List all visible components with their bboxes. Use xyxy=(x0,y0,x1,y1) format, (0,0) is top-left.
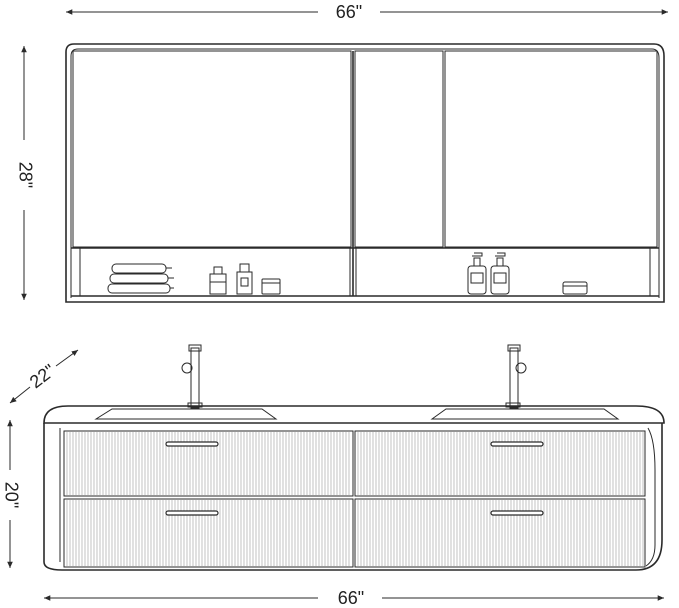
cabinet-height-label: 28" xyxy=(15,162,35,188)
vanity-cabinet-body xyxy=(43,423,663,571)
countertop xyxy=(43,405,665,424)
drawer-handle-icon xyxy=(165,441,219,447)
vanity-width-label: 66" xyxy=(338,588,364,608)
cabinet-height-dimension: 28" xyxy=(15,46,35,300)
drawer-top-right xyxy=(354,430,646,497)
cabinet-door-middle xyxy=(354,50,444,248)
drawer-bottom-left xyxy=(63,498,354,568)
drawer-top-left xyxy=(63,430,354,497)
drawer-bottom-right xyxy=(354,498,646,568)
pump-dispenser-icon xyxy=(467,252,487,295)
pump-dispenser-icon xyxy=(490,252,510,295)
drawer-handle-icon xyxy=(165,510,219,516)
vanity xyxy=(43,344,665,571)
vanity-height-dimension: 20" xyxy=(1,420,21,568)
vanity-width-dimension: 66" xyxy=(44,588,664,608)
vanity-depth-label: 22" xyxy=(26,360,59,392)
open-shelf xyxy=(71,247,659,297)
cabinet-width-dimension: 66" xyxy=(66,2,668,22)
cabinet-door-left xyxy=(72,50,352,248)
vanity-height-label: 20" xyxy=(1,482,21,508)
cabinet-width-label: 66" xyxy=(336,2,362,22)
cabinet-door-right xyxy=(444,50,658,248)
bottle-icon xyxy=(236,263,253,295)
jar-icon xyxy=(261,278,281,295)
jar-icon xyxy=(562,281,588,295)
faucet-icon xyxy=(505,344,527,409)
mirror-cabinet xyxy=(65,43,665,303)
faucet-icon xyxy=(181,344,203,409)
drawer-handle-icon xyxy=(490,510,544,516)
fluted-texture xyxy=(66,432,644,566)
basin-left xyxy=(94,408,278,420)
drawer-grid xyxy=(63,430,646,568)
vanity-depth-dimension: 22" xyxy=(9,349,79,404)
folded-towels-icon xyxy=(107,263,174,294)
bottle-icon xyxy=(209,266,227,295)
basin-right xyxy=(430,408,620,420)
drawer-handle-icon xyxy=(490,441,544,447)
